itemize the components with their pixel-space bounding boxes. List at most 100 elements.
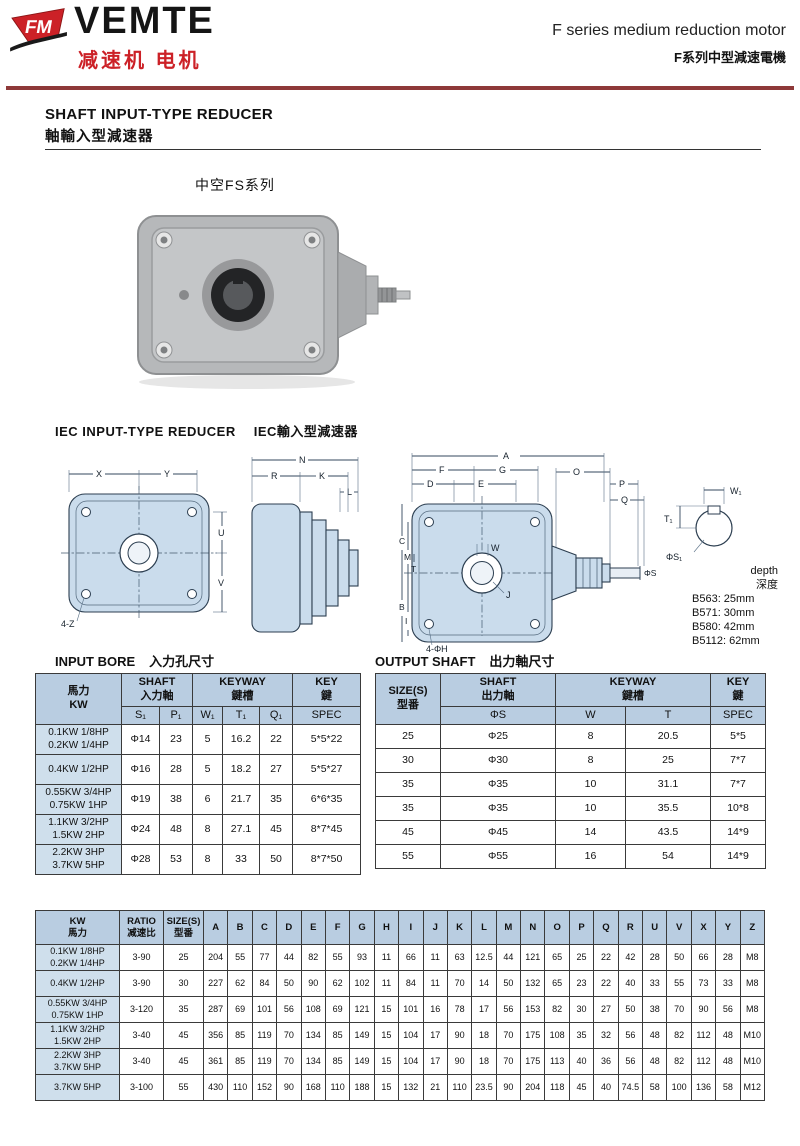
column-header: SIZE(S)型番 [375, 672, 441, 726]
side-view-dims: N R K L [251, 455, 359, 512]
side-view-body [251, 503, 359, 633]
table-cell: Φ55 [440, 844, 556, 870]
main-view-left-dims: C M T B I [399, 504, 416, 642]
table-cell: 175 [520, 1022, 546, 1049]
table-cell: 66 [690, 944, 717, 971]
table-cell: 18 [471, 1022, 497, 1049]
table-cell: 90 [446, 1022, 473, 1049]
dim-label-g: G [499, 465, 506, 475]
table-cell: 227 [202, 970, 229, 997]
table-cell: 56 [715, 996, 741, 1023]
table-cell: 110 [324, 1074, 351, 1101]
depth-note: B580: 42mm [692, 621, 755, 633]
table-cell: 100 [666, 1074, 692, 1101]
table-cell: 50 [276, 970, 302, 997]
table-cell: 35 [163, 996, 204, 1023]
table-cell: 84 [251, 970, 278, 997]
table-cell: 55 [375, 844, 441, 870]
table-cell: 25 [163, 944, 204, 971]
table-cell: 101 [398, 996, 424, 1023]
column-subheader: P₁ [158, 705, 194, 726]
table-cell: 45 [163, 1022, 204, 1049]
table-cell: 50 [259, 844, 294, 876]
table-cell: 48 [715, 1022, 741, 1049]
table-cell: 25 [624, 748, 712, 774]
front-view-side-dims: U V 4-Z [61, 511, 227, 629]
table-cell: 11 [422, 944, 448, 971]
table-cell: 70 [495, 1048, 522, 1075]
table-cell: 112 [690, 1022, 717, 1049]
table-cell: 10 [555, 772, 626, 798]
column-header: P [568, 910, 595, 945]
title-divider [45, 149, 761, 150]
dim-label-i: I [405, 616, 407, 626]
column-header: O [544, 910, 570, 945]
input-bore-title-zh: 入力孔尺寸 [149, 654, 215, 669]
column-header: M [495, 910, 522, 945]
table-cell: 112 [690, 1048, 717, 1075]
row-label: 0.4KW 1/2HP [35, 754, 122, 786]
depth-note: B563: 25mm [692, 593, 755, 605]
column-header: X [690, 910, 717, 945]
column-header: H [373, 910, 400, 945]
column-header: Z [739, 910, 766, 945]
table-cell: 5*5*27 [292, 754, 362, 786]
table-cell: 136 [690, 1074, 717, 1101]
table-cell: 121 [349, 996, 375, 1023]
table-cell: 30 [163, 970, 204, 997]
dim-label-c: C [399, 536, 405, 546]
table-cell: 7*7 [710, 772, 767, 798]
input-bore-title-en: INPUT BORE [55, 654, 136, 669]
front-view-diagram: X Y U V 4-Z [61, 469, 227, 629]
table-cell: 3-90 [119, 944, 164, 971]
table-cell: 16 [555, 844, 626, 870]
table-cell: 78 [446, 996, 473, 1023]
table-cell: 35.5 [624, 796, 712, 822]
dim-label-phi-s: ΦS [644, 568, 657, 578]
column-header: N [520, 910, 546, 945]
column-subheader: T₁ [222, 705, 261, 726]
row-label: 3.7KW 5HP [35, 1074, 120, 1101]
brand-name: VEMTE [74, 0, 215, 42]
shaft-bore-diagram: W₁ T₁ ΦS₁ [664, 486, 742, 562]
table-cell: 3-40 [119, 1022, 164, 1049]
table-cell: 8 [555, 748, 626, 774]
table-cell: 17 [471, 996, 497, 1023]
table-cell: 90 [495, 1074, 522, 1101]
dim-label-x: X [96, 469, 102, 479]
table-cell: 40 [568, 1048, 595, 1075]
table-cell: 27 [259, 754, 294, 786]
table-cell: 90 [446, 1048, 473, 1075]
dim-label-t1: T₁ [664, 514, 673, 524]
table-cell: 14*9 [710, 844, 767, 870]
bore-depth-notes: depth 深度 B563: 25mm B571: 30mm B580: 42m… [664, 564, 790, 648]
table-cell: 102 [349, 970, 375, 997]
table-cell: 110 [227, 1074, 253, 1101]
table-cell: 40 [617, 970, 644, 997]
table-cell: 93 [349, 944, 375, 971]
table-cell: 66 [398, 944, 424, 971]
table-cell: 3-120 [119, 996, 164, 1023]
dim-label-m: M [404, 552, 411, 562]
front-view-dims: X Y [68, 469, 198, 492]
column-header: I [398, 910, 424, 945]
table-cell: 22 [593, 970, 619, 997]
dim-label-r: R [271, 471, 278, 481]
table-cell: 119 [251, 1048, 278, 1075]
column-header: U [642, 910, 668, 945]
column-header: B [227, 910, 253, 945]
dim-label-q: Q [621, 495, 628, 505]
